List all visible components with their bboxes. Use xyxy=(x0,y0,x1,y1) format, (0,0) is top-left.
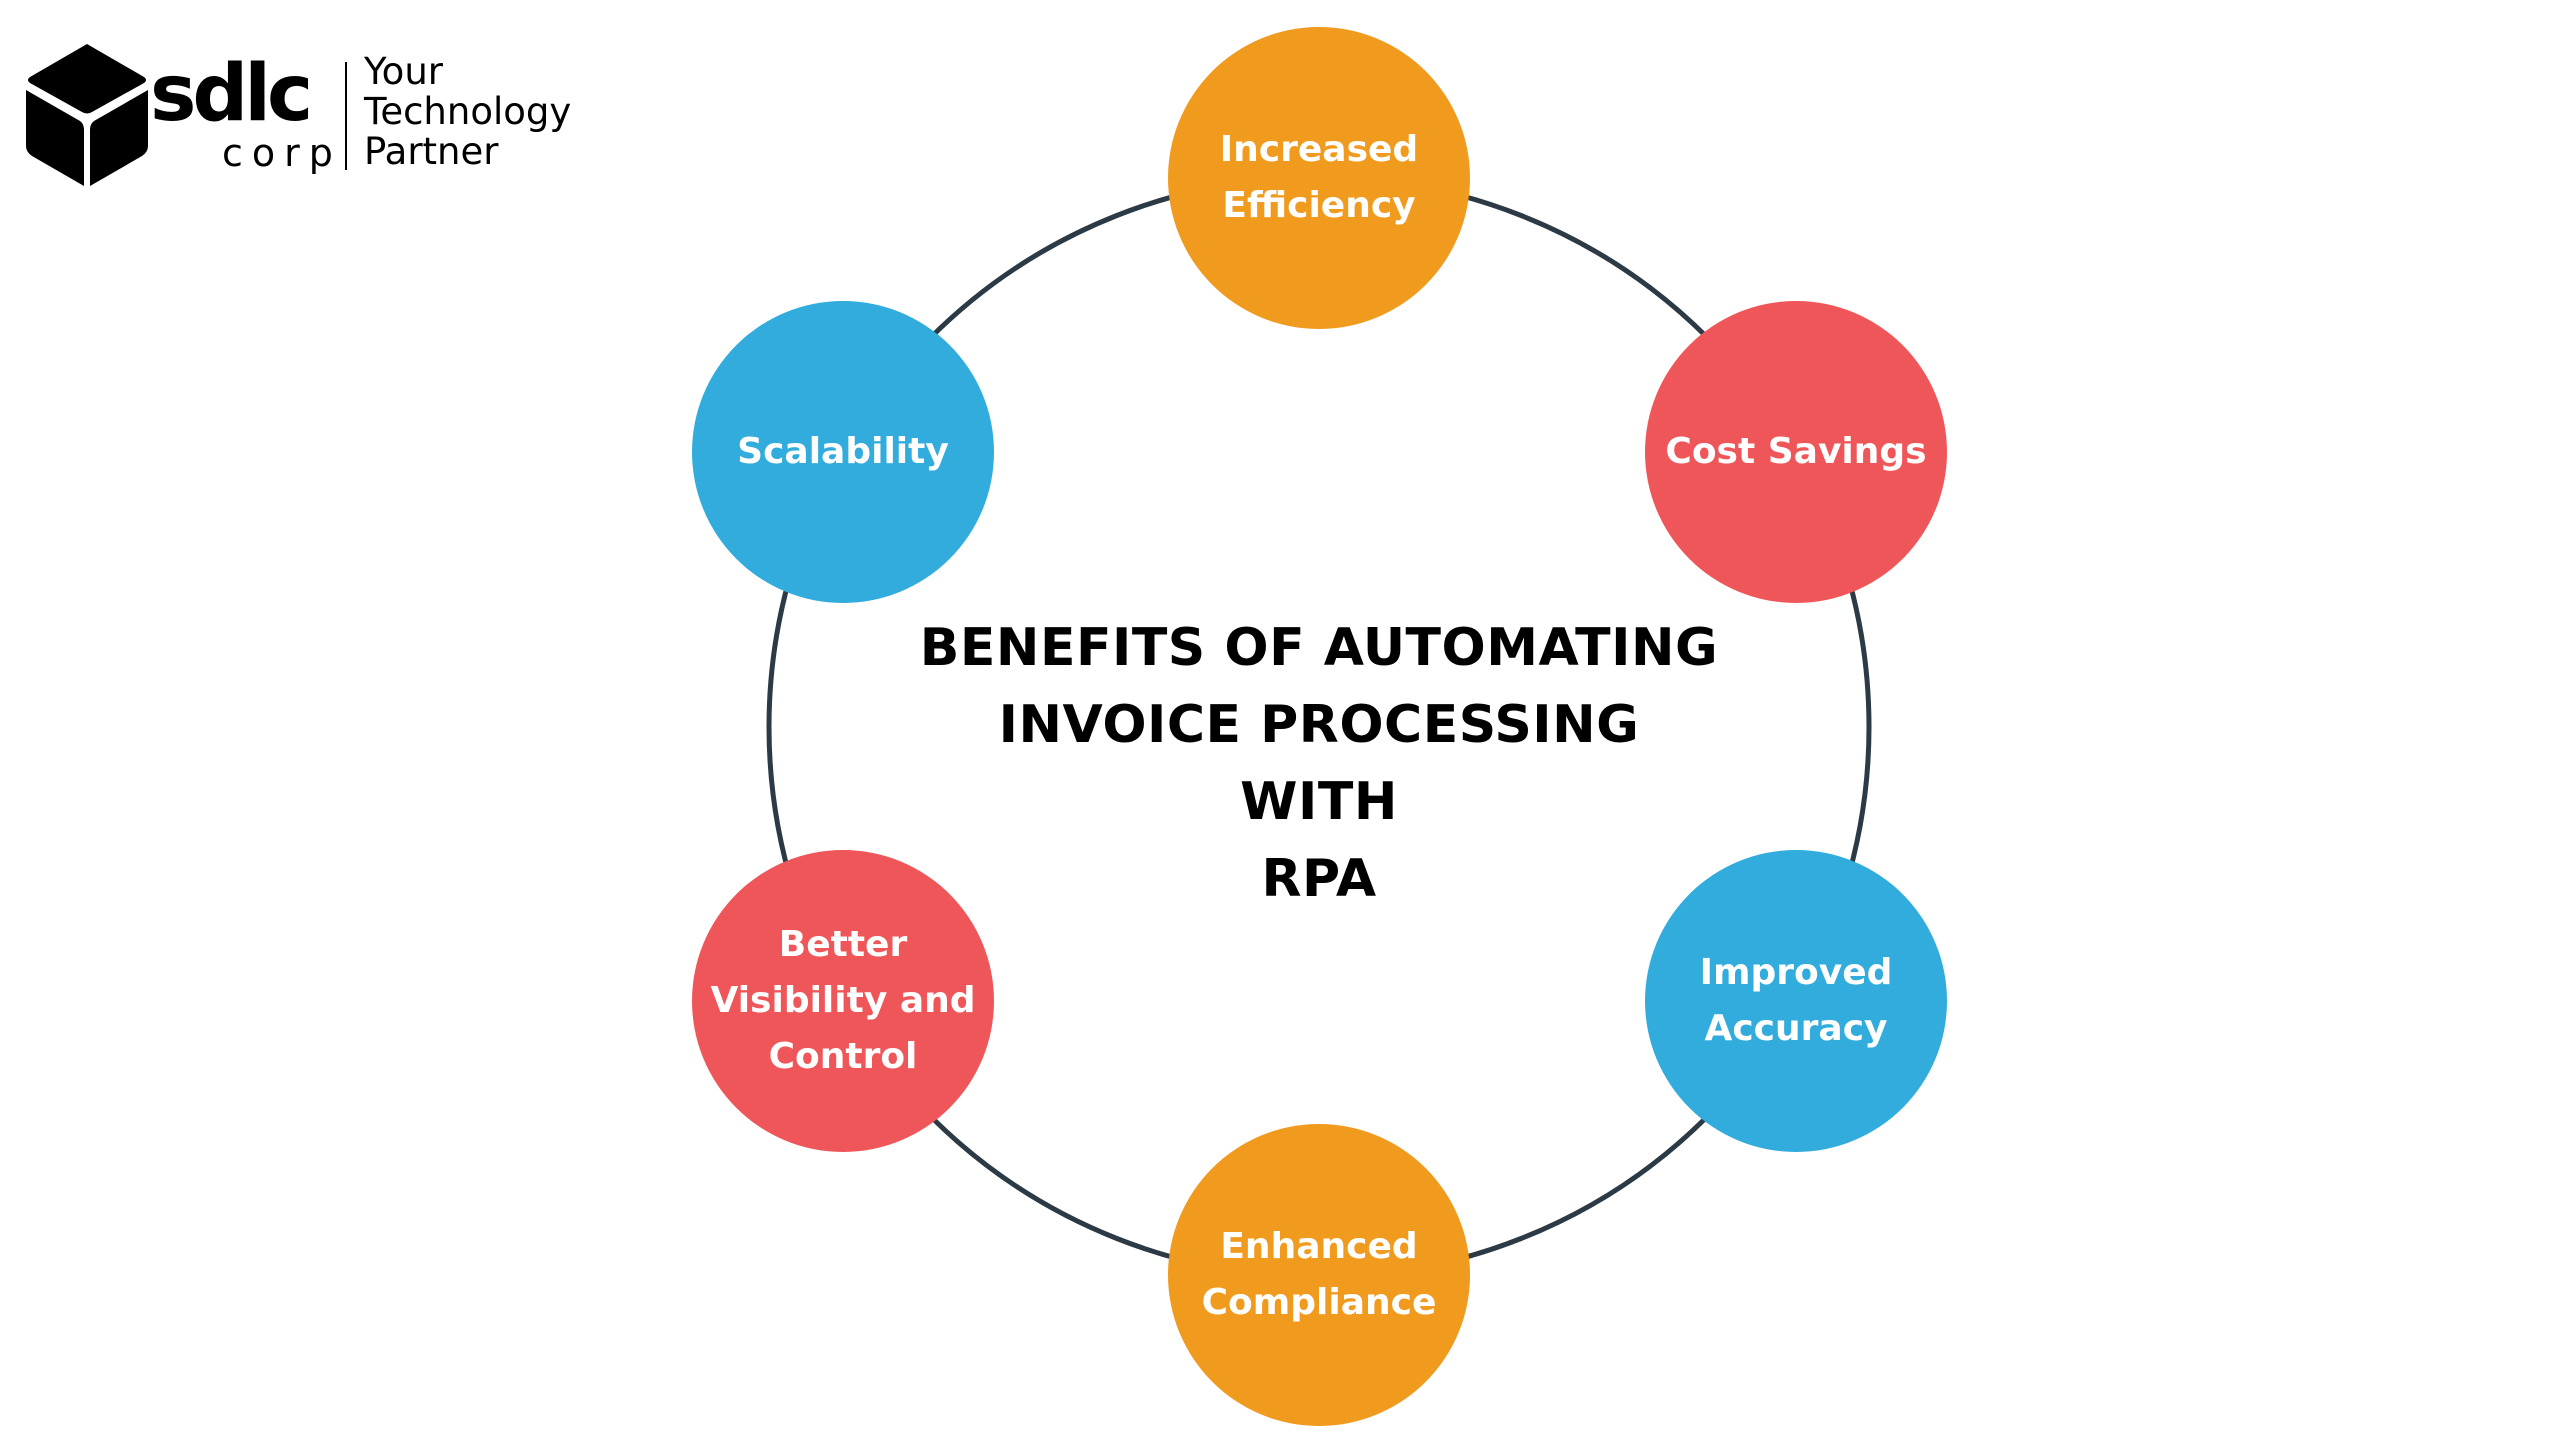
benefit-scalability: Scalability xyxy=(692,301,994,603)
title-line: RPA xyxy=(1261,849,1377,909)
benefit-label: Improved Accuracy xyxy=(1699,952,1893,1049)
benefit-label: Better Visibility and Control xyxy=(710,924,976,1077)
tagline-line: Partner xyxy=(364,130,499,173)
brand-name: sdlc xyxy=(150,49,313,139)
brand-sub: corp xyxy=(222,131,342,175)
tagline-line: Technology xyxy=(364,90,572,133)
diagram-title: BENEFITS OF AUTOMATING INVOICE PROCESSIN… xyxy=(919,610,1719,918)
benefit-better-visibility: Better Visibility and Control xyxy=(692,850,994,1152)
benefit-improved-accuracy: Improved Accuracy xyxy=(1645,850,1947,1152)
benefit-enhanced-compliance: Enhanced Compliance xyxy=(1168,1124,1470,1426)
title-line: INVOICE PROCESSING WITH xyxy=(998,695,1640,832)
logo-divider xyxy=(345,62,347,170)
benefit-label: Scalability xyxy=(737,431,949,472)
benefit-label: Increased Efficiency xyxy=(1219,129,1419,226)
benefit-cost-savings: Cost Savings xyxy=(1645,301,1947,603)
tagline-line: Your xyxy=(364,50,443,93)
title-line: BENEFITS OF AUTOMATING xyxy=(919,618,1719,678)
tagline: Your Technology Partner xyxy=(364,52,571,172)
cube-icon xyxy=(26,44,148,186)
benefit-label: Enhanced Compliance xyxy=(1201,1226,1437,1323)
benefit-label: Cost Savings xyxy=(1665,431,1927,472)
benefit-increased-efficiency: Increased Efficiency xyxy=(1168,27,1470,329)
